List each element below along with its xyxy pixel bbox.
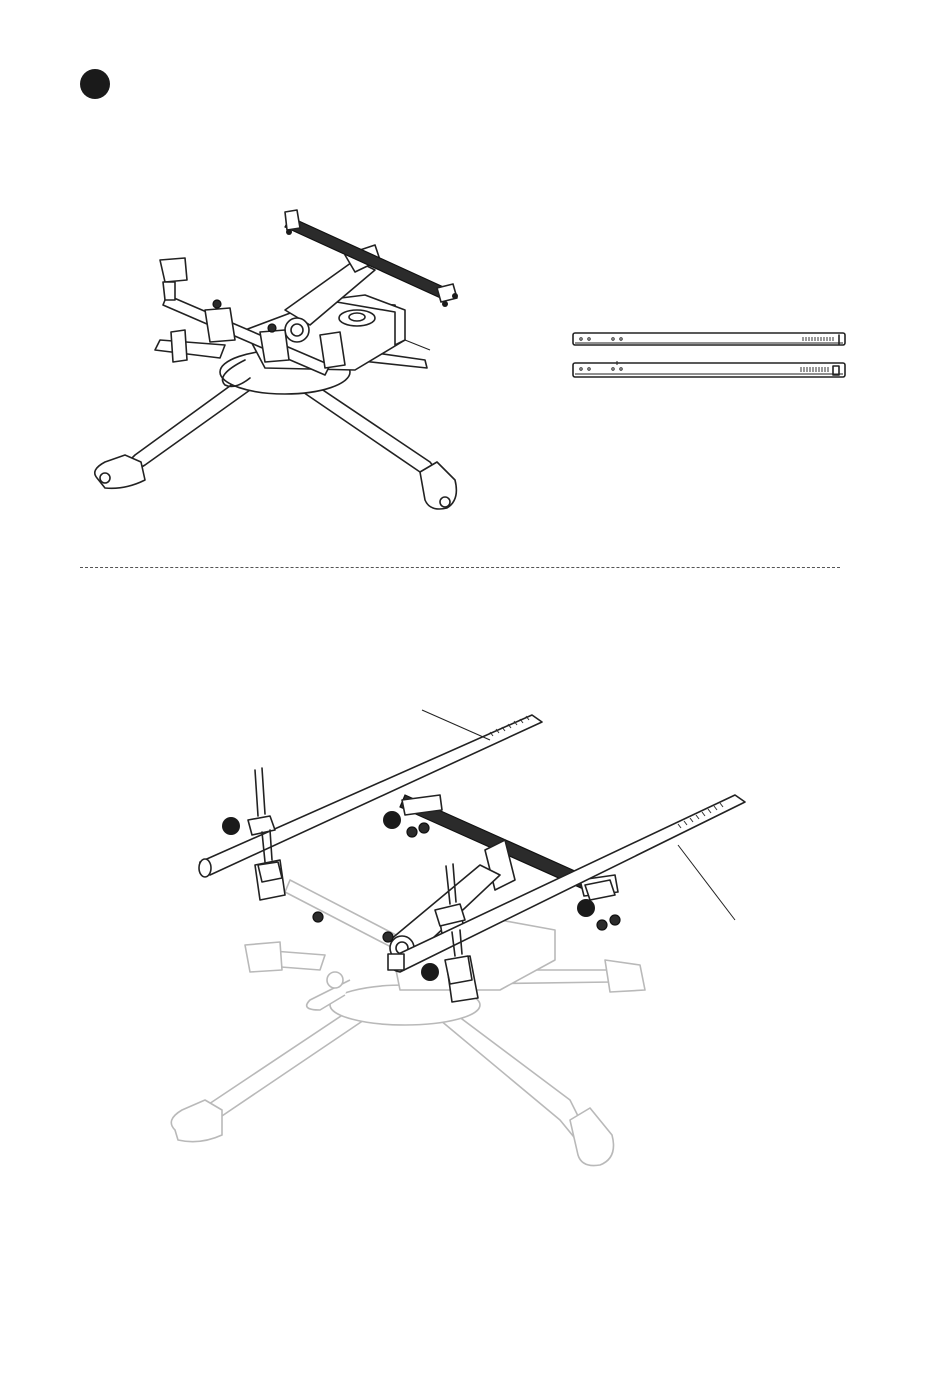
step-number-marker xyxy=(80,69,110,99)
side-rails-illustration xyxy=(565,325,855,385)
rail-installation-illustration xyxy=(150,680,770,1180)
rail-1 xyxy=(573,333,845,345)
section-divider xyxy=(80,567,840,568)
rail-2 xyxy=(573,361,845,377)
drone-frame-illustration xyxy=(75,200,475,520)
